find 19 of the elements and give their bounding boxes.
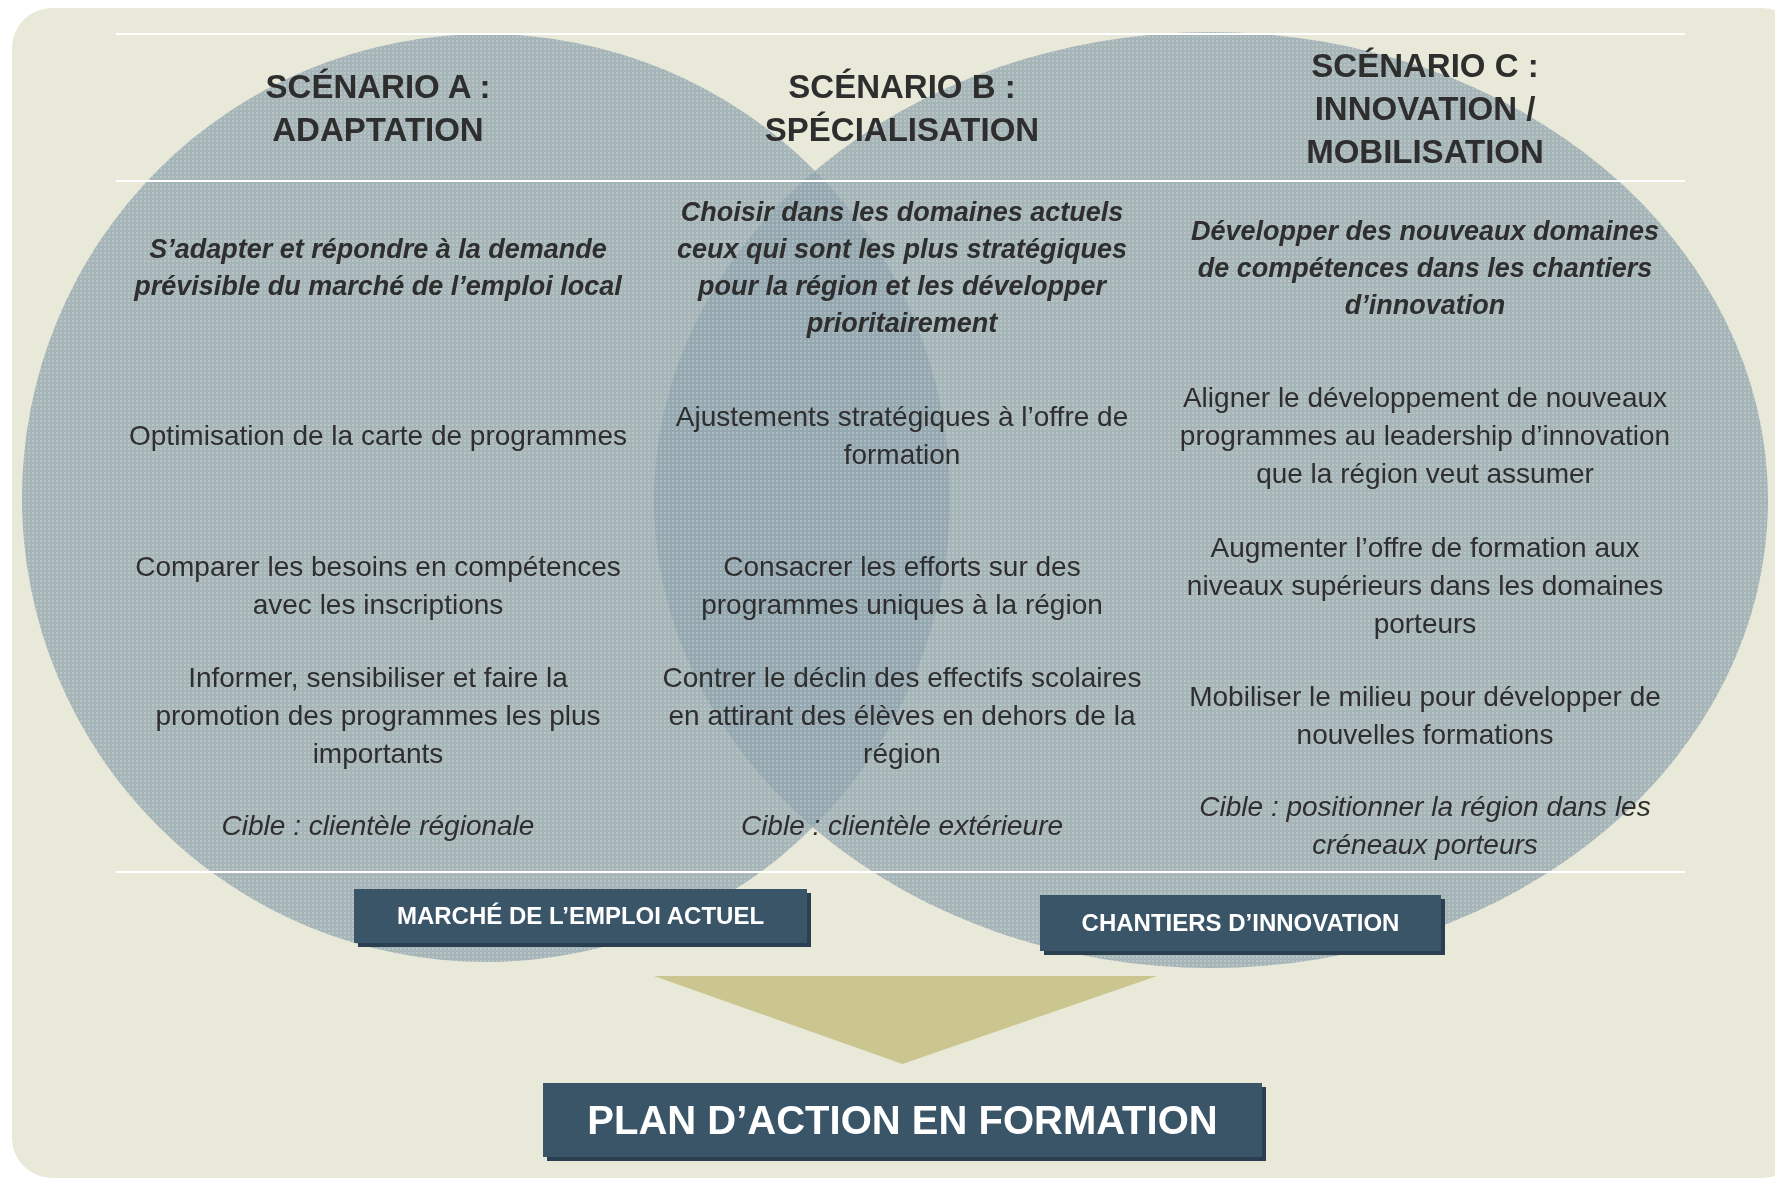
action-text: Informer, sensibiliser et faire la promotion des programmes les plus importants (154, 661, 602, 771)
action-text: Contrer le déclin des effectifs scolaires en attirant des élèves en dehors de la région (661, 661, 1143, 771)
action-text: Comparer les besoins en compétences avec les inscriptions (134, 550, 622, 622)
scenario-description: Choisir dans les domaines actuels ceux qui sont les plus stratégiques pour la région et les développer prioritairement (675, 196, 1129, 340)
chevron-arrow (654, 976, 1157, 1064)
action-text: Mobiliser le milieu pour développer de nouvelles formations (1188, 680, 1662, 752)
target-text: Cible : positionner la région dans les créneaux porteurs (1198, 790, 1652, 862)
target-text: Cible : clientèle régionale (220, 809, 536, 843)
column-heading: SCÉNARIO B : SPÉCIALISATION (763, 67, 1041, 150)
target-text: Cible : clientèle extérieure (739, 809, 1065, 843)
scenario-description: S’adapter et répondre à la demande prévisible du marché de l’emploi local (132, 233, 623, 303)
column-heading: SCÉNARIO C : INNOVATION / MOBILISATION (1305, 45, 1545, 172)
scenario-description: Développer des nouveaux domaines de compétences dans les chantiers d’innovation (1189, 214, 1661, 322)
action-text: Consacrer les efforts sur des programmes uniques à la région (700, 550, 1104, 622)
action-text: Optimisation de la carte de programmes (128, 419, 628, 453)
action-text: Ajustements stratégiques à l’offre de formation (674, 400, 1130, 472)
column-heading: SCÉNARIO A : ADAPTATION (264, 67, 492, 150)
action-text: Aligner le développement de nouveaux programmes au leadership d’innovation que la région veut assumer (1178, 381, 1672, 491)
action-text: Augmenter l’offre de formation aux niveaux supérieurs dans les domaines porteurs (1185, 531, 1665, 641)
